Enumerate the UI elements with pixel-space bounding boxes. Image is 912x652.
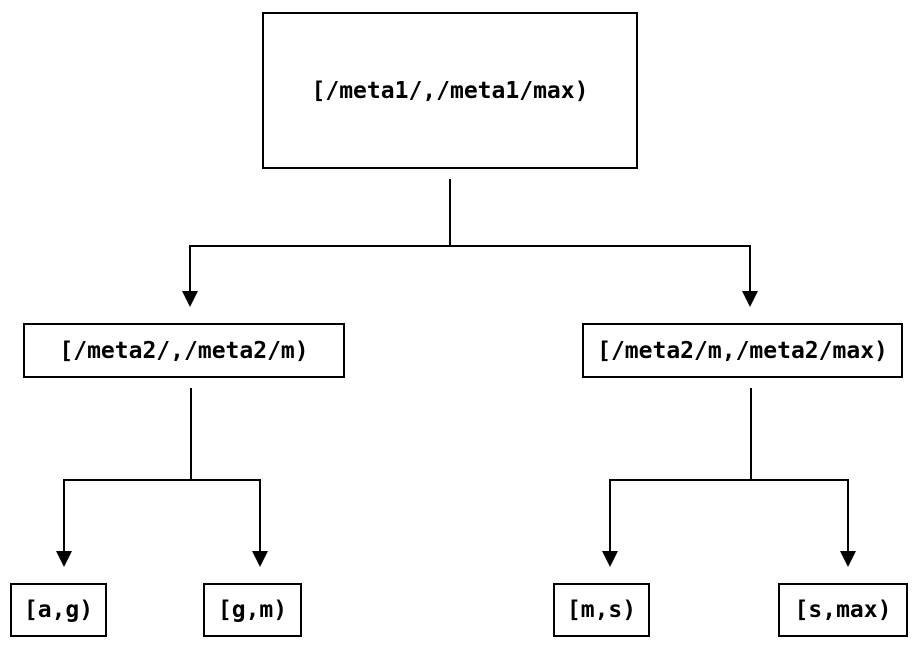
edge-meta2-high-to-leaves — [602, 388, 856, 567]
tree-node-leaf-smax: [s,max) — [778, 583, 908, 637]
edge-arrowhead-icon — [56, 551, 72, 567]
tree-node-leaf-ag: [a,g) — [10, 583, 107, 637]
node-label: [m,s) — [566, 597, 637, 623]
edge-arrowhead-icon — [182, 291, 198, 307]
node-label: [/meta1/,/meta1/max) — [311, 77, 589, 104]
tree-node-meta2-low: [/meta2/,/meta2/m) — [23, 323, 345, 378]
edge-meta2-low-to-leaves — [56, 388, 268, 567]
node-label: [/meta2/,/meta2/m) — [59, 337, 309, 364]
edge-arrowhead-icon — [602, 551, 618, 567]
edge-arrowhead-icon — [742, 291, 758, 307]
edge-arrowhead-icon — [252, 551, 268, 567]
node-label: [s,max) — [794, 597, 892, 623]
tree-node-leaf-gm: [g,m) — [203, 583, 302, 637]
tree-node-leaf-ms: [m,s) — [553, 583, 650, 637]
tree-node-root: [/meta1/,/meta1/max) — [262, 12, 638, 169]
edge-root-to-meta2 — [182, 179, 758, 307]
node-label: [g,m) — [217, 597, 288, 623]
node-label: [a,g) — [23, 597, 94, 623]
tree-node-meta2-high: [/meta2/m,/meta2/max) — [582, 323, 903, 378]
edge-arrowhead-icon — [840, 551, 856, 567]
node-label: [/meta2/m,/meta2/max) — [597, 337, 888, 364]
